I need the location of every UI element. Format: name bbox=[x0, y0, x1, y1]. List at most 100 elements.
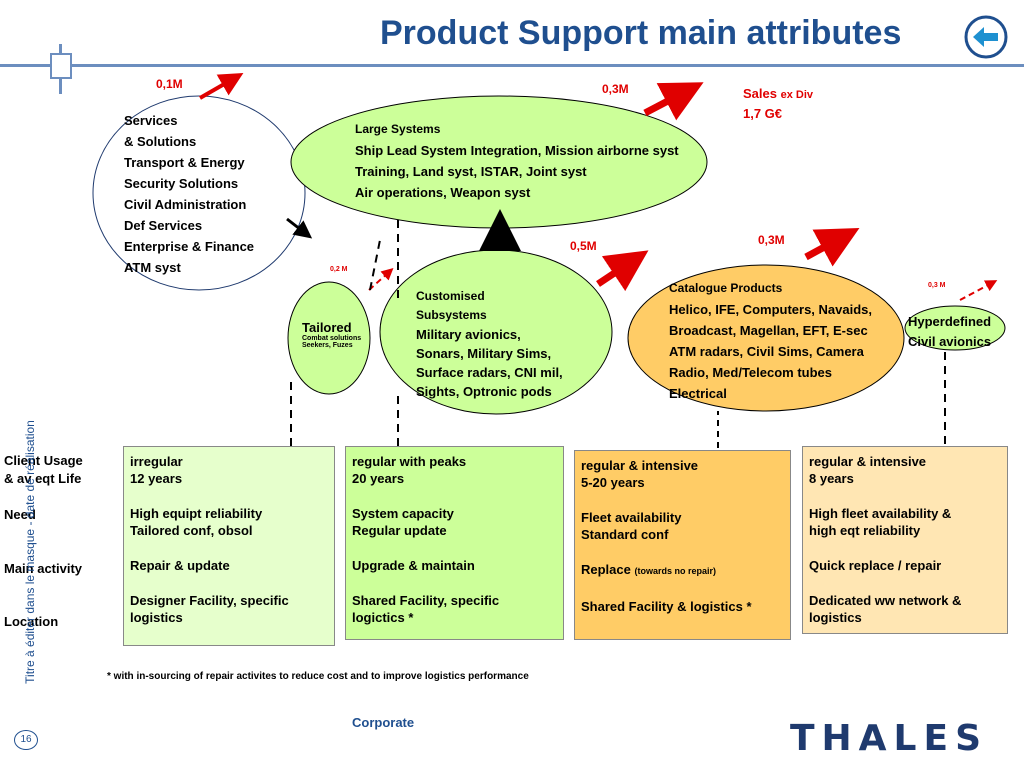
customised-line: Sonars, Military Sims, bbox=[416, 346, 552, 361]
large-systems-line: Large Systems bbox=[355, 122, 441, 136]
box-need: high eqt reliability bbox=[809, 523, 921, 538]
tailored-title: Tailored bbox=[302, 320, 352, 335]
customised-line: Surface radars, CNI mil, bbox=[416, 365, 563, 380]
box-location: Dedicated ww network & bbox=[809, 593, 962, 608]
services-growth-arrow bbox=[199, 73, 244, 100]
box-location: logistics bbox=[130, 610, 183, 625]
row-label-usage-life: & av eqt Life bbox=[4, 471, 82, 486]
catalogue-line: Catalogue Products bbox=[669, 281, 783, 295]
large-systems-line: Training, Land syst, ISTAR, Joint syst bbox=[355, 164, 587, 179]
box-need: Standard conf bbox=[581, 527, 669, 542]
box-activity: Upgrade & maintain bbox=[352, 558, 475, 573]
tailored-sub: Combat solutions bbox=[302, 335, 362, 342]
tailored-growth-arrow bbox=[368, 267, 394, 291]
catalogue-line: Broadcast, Magellan, EFT, E-sec bbox=[669, 323, 868, 338]
box-location: logistics bbox=[809, 610, 862, 625]
sales-value: 1,7 G€ bbox=[743, 106, 783, 121]
thales-logo: THALES bbox=[790, 718, 989, 759]
box-activity: Replace (towards no repair) bbox=[581, 561, 784, 580]
box-need: High fleet availability & bbox=[809, 506, 952, 521]
hyperdefined-line: Civil avionics bbox=[908, 334, 992, 349]
services-line: Civil Administration bbox=[124, 197, 247, 212]
hyperdefined-text: Hyperdefined Civil avionics bbox=[908, 312, 991, 352]
box-activity-main: Replace bbox=[581, 562, 631, 577]
page-title: Product Support main attributes bbox=[380, 14, 902, 52]
customised-line: Military avionics, bbox=[416, 327, 521, 342]
row-label-location: Location bbox=[4, 614, 59, 629]
box-activity-note: (towards no repair) bbox=[634, 566, 717, 576]
customised-growth-arrow bbox=[596, 250, 649, 292]
services-line: & Solutions bbox=[124, 134, 197, 149]
tailored-text: Tailored Combat solutions Seekers, Fuzes bbox=[302, 320, 361, 349]
tailored-sub: Seekers, Fuzes bbox=[302, 342, 353, 349]
box-need: System capacity bbox=[352, 506, 454, 521]
box-need: Tailored conf, obsol bbox=[130, 523, 253, 538]
box-location: Shared Facility, specific bbox=[352, 593, 500, 608]
box-need: Regular update bbox=[352, 523, 447, 538]
large-systems-text: Large Systems Ship Lead System Integrati… bbox=[355, 119, 679, 203]
crosshair-box bbox=[50, 53, 72, 79]
box-usage: regular & intensive bbox=[581, 458, 699, 473]
customised-growth: 0,5M bbox=[570, 239, 597, 253]
sales-label: Sales ex Div bbox=[743, 86, 814, 101]
catalogue-text: Catalogue Products Helico, IFE, Computer… bbox=[669, 278, 872, 404]
services-growth: 0,1M bbox=[156, 77, 183, 91]
box-usage: regular with peaks bbox=[352, 454, 467, 469]
tailored-growth: 0,2 M bbox=[330, 266, 348, 273]
box-life: 20 years bbox=[352, 471, 405, 486]
large-systems-growth-arrow bbox=[643, 82, 704, 121]
catalogue-line: Electrical bbox=[669, 386, 727, 401]
hyperdefined-ellipse bbox=[904, 305, 1006, 351]
box-activity: Repair & update bbox=[130, 558, 230, 573]
attributes-box-tailored: irregular 12 years High equipt reliabili… bbox=[123, 446, 335, 646]
services-line: ATM syst bbox=[124, 260, 181, 275]
services-ellipse bbox=[92, 95, 306, 291]
catalogue-growth-arrow bbox=[804, 227, 860, 267]
box-location: Shared Facility & logistics * bbox=[581, 599, 752, 614]
customised-line: Subsystems bbox=[416, 308, 487, 322]
large-systems-growth: 0,3M bbox=[602, 82, 629, 96]
box-activity: Quick replace / repair bbox=[809, 558, 942, 573]
box-life: 8 years bbox=[809, 471, 854, 486]
hyperdefined-growth: 0,3 M bbox=[928, 282, 946, 289]
hyperdefined-line: Hyperdefined bbox=[908, 314, 992, 329]
large-systems-line: Air operations, Weapon syst bbox=[355, 185, 531, 200]
box-usage: irregular bbox=[130, 454, 183, 469]
tailored-top-connector bbox=[369, 239, 381, 291]
customised-line: Customised bbox=[416, 289, 485, 303]
box-location: Designer Facility, specific bbox=[130, 593, 289, 608]
footer-corporate: Corporate bbox=[352, 715, 415, 730]
customised-line: Sights, Optronic pods bbox=[416, 384, 552, 399]
back-arrow-icon bbox=[964, 15, 1008, 59]
services-line: Security Solutions bbox=[124, 176, 239, 191]
attributes-box-catalogue: regular & intensive 5-20 years Fleet ava… bbox=[574, 450, 791, 640]
services-line: Def Services bbox=[124, 218, 203, 233]
catalogue-line: ATM radars, Civil Sims, Camera bbox=[669, 344, 864, 359]
vertical-title-placeholder: Titre à éditer dans le masque - date de … bbox=[23, 420, 37, 684]
row-label-usage: Client Usage bbox=[4, 453, 83, 468]
services-line: Services bbox=[124, 113, 178, 128]
tailored-ellipse bbox=[287, 281, 371, 395]
box-need: High equipt reliability bbox=[130, 506, 263, 521]
services-line: Enterprise & Finance bbox=[124, 239, 255, 254]
services-text: Services & Solutions Transport & Energy … bbox=[124, 110, 254, 278]
page-number: 16 bbox=[14, 730, 38, 750]
services-black-arrow bbox=[286, 217, 313, 239]
catalogue-line: Helico, IFE, Computers, Navaids, bbox=[669, 302, 872, 317]
header-divider bbox=[0, 64, 1024, 67]
attributes-box-hyperdefined: regular & intensive 8 years High fleet a… bbox=[802, 446, 1008, 634]
services-line: Transport & Energy bbox=[124, 155, 245, 170]
box-need: Fleet availability bbox=[581, 510, 682, 525]
row-label-need: Need bbox=[4, 507, 36, 522]
attributes-box-customised: regular with peaks 20 years System capac… bbox=[345, 446, 564, 640]
back-arrow-button[interactable] bbox=[963, 14, 1009, 60]
catalogue-ellipse bbox=[627, 264, 905, 412]
catalogue-growth: 0,3M bbox=[758, 233, 785, 247]
hyperdefined-growth-arrow bbox=[959, 280, 998, 301]
customised-text: Customised Subsystems Military avionics,… bbox=[416, 287, 563, 401]
box-location: logictics * bbox=[352, 610, 414, 625]
large-systems-line: Ship Lead System Integration, Mission ai… bbox=[355, 143, 679, 158]
row-label-activity: Main activity bbox=[4, 561, 83, 576]
catalogue-line: Radio, Med/Telecom tubes bbox=[669, 365, 833, 380]
